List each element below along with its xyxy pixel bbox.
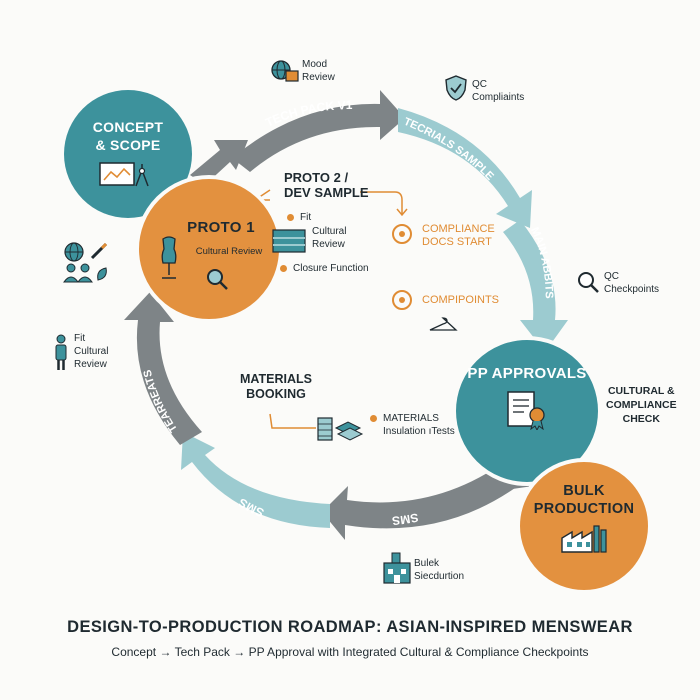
moodboard-icon <box>99 162 149 187</box>
proto1-subtitle: Cultural Review <box>195 246 263 257</box>
proto2-line2: DEV SAMPLE <box>284 185 369 200</box>
concept-title-line2: & SCOPE <box>95 137 161 153</box>
bullet-dot <box>370 414 377 422</box>
proto2-line1: PROTO 2 / <box>284 170 349 185</box>
qc-right-line2: Checkpoints <box>604 284 660 295</box>
label-compipoints: COMPIPOINTS <box>422 294 500 306</box>
pp-title: PP APPROVALS <box>467 364 587 382</box>
bullet-dot <box>280 264 287 272</box>
shield-check-icon <box>445 75 467 101</box>
bullet-dot <box>287 213 294 221</box>
label-materials-booking: MATERIALS BOOKING <box>240 372 312 402</box>
bulek-line1: Bulek <box>414 558 440 569</box>
mood-line1: Mood <box>302 59 328 70</box>
dress-form-icon <box>161 236 177 279</box>
label-mood-review: Mood Review <box>302 58 335 84</box>
materials-booking-line2: BOOKING <box>246 387 306 401</box>
diagram-subtitle: Concept → Tech Pack → PP Approval with I… <box>111 645 589 659</box>
certificate-icon <box>507 390 545 430</box>
fit-left-line2: Cultural <box>74 346 109 357</box>
compliance-docs-line1: COMPLIANCE <box>422 223 495 235</box>
proto2-item-cultural: Cultural Review <box>312 225 346 251</box>
qc-right-line1: QC <box>604 271 619 282</box>
building-icon <box>383 552 411 584</box>
hanger-icon <box>429 317 458 331</box>
cultural-compliance-line3: CHECK <box>622 413 660 425</box>
proto2-closure-text: Closure Function <box>293 263 369 274</box>
target-icon <box>392 224 412 244</box>
label-materials-insulation: MATERIALS Insulation ıTests <box>370 412 455 438</box>
connector-materials <box>269 413 316 429</box>
proto2-item-closure: Closure Function <box>280 262 369 275</box>
factory-icon <box>561 525 607 553</box>
label-qc-checkpoints: QC Checkpoints <box>604 270 659 296</box>
bulk-title-line1: BULK <box>563 483 605 499</box>
label-compliance-docs: COMPLIANCE DOCS START <box>422 223 495 249</box>
diagram-title: DESIGN-TO-PRODUCTION ROADMAP: ASIAN-INSP… <box>67 618 633 636</box>
qc-top-line1: QC <box>472 79 487 90</box>
cultural-compliance-line2: COMPLIANCE <box>606 399 677 411</box>
svg-text:TECRIALS SAMPLE: TECRIALS SAMPLE <box>402 116 496 183</box>
fit-left-line3: Review <box>74 359 107 370</box>
fit-left-line1: Fit <box>74 333 86 344</box>
compliance-docs-line2: DOCS START <box>422 236 492 248</box>
target-icon <box>392 290 412 310</box>
concept-title-line1: CONCEPT <box>92 119 164 135</box>
arrow-technicals <box>398 108 532 228</box>
bulek-line2: Siecdurtion <box>414 571 465 582</box>
cultural-compliance-line1: CULTURAL & <box>607 385 675 397</box>
label-bulek-siecdurtion: Bulek Siecdurtion <box>414 557 464 583</box>
mood-line2: Review <box>302 72 335 83</box>
arrow-main <box>503 220 568 352</box>
arrow-sms-left <box>181 432 330 528</box>
magnifier-icon <box>578 272 599 293</box>
fabric-swatch-icon <box>272 229 306 253</box>
connector-compliance <box>360 191 408 217</box>
node-bulk-production: BULK PRODUCTION <box>516 458 652 594</box>
svg-text:SMS: SMS <box>391 510 419 528</box>
proto2-cultural-line2: Review <box>312 239 345 250</box>
arrow-left <box>124 292 202 445</box>
proto2-cultural-line1: Cultural <box>312 226 347 237</box>
proto2-fit-text: Fit <box>300 212 312 223</box>
materials-line2: Insulation ıTests <box>383 426 455 437</box>
proto2-item-fit: Fit <box>287 211 311 224</box>
team-globe-icon <box>63 242 108 283</box>
arrow-tech-pack <box>232 90 405 172</box>
label-qc-compliaints: QC Compliaints <box>472 78 524 104</box>
label-proto2: PROTO 2 / DEV SAMPLE <box>284 170 369 200</box>
bulk-title-line2: PRODUCTION <box>533 501 635 517</box>
proto1-title: PROTO 1 <box>187 219 255 236</box>
arrow-text-technicals: TECRIALS SAMPLE <box>402 116 496 183</box>
person-icon <box>55 334 67 370</box>
node-proto-1: PROTO 1 Cultural Review <box>135 175 283 323</box>
materials-booking-line1: MATERIALS <box>240 372 312 386</box>
arrow-text-sms-bottom: SMS <box>391 510 419 528</box>
thread-spool-icon <box>317 417 364 441</box>
arrow-sms-bottom <box>322 465 515 540</box>
qc-top-line2: Compliaints <box>472 92 525 103</box>
arrow-connector <box>190 140 248 185</box>
materials-line1: MATERIALS <box>383 413 439 424</box>
magnifier-icon <box>207 269 228 290</box>
label-fit-cultural-review: Fit Cultural Review <box>74 332 108 371</box>
label-cultural-compliance: CULTURAL & COMPLIANCE CHECK <box>606 384 677 426</box>
globe-suitcase-icon <box>271 60 299 82</box>
